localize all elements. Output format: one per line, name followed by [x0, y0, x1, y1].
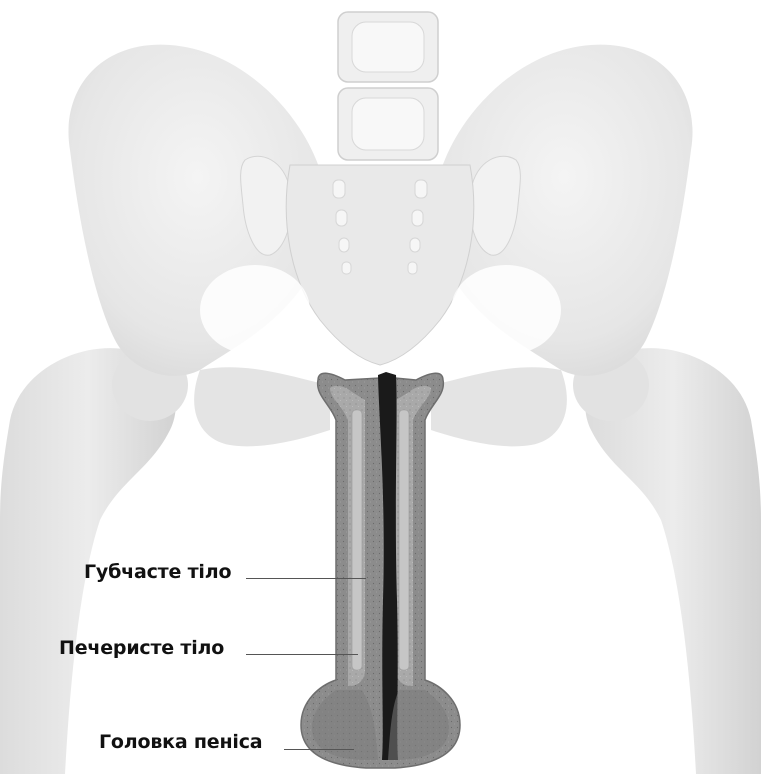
label-spongy-body: Губчасте тіло	[84, 561, 231, 583]
label-glans: Головка пеніса	[99, 731, 262, 753]
right-femur	[573, 348, 761, 774]
lumbar-vertebrae	[338, 12, 438, 160]
sacrum	[286, 165, 474, 365]
label-cavernous-body: Печеристе тіло	[59, 637, 224, 659]
leader-spongy-body	[246, 578, 366, 579]
leader-glans	[284, 749, 354, 750]
leader-cavernous-body	[246, 654, 358, 655]
